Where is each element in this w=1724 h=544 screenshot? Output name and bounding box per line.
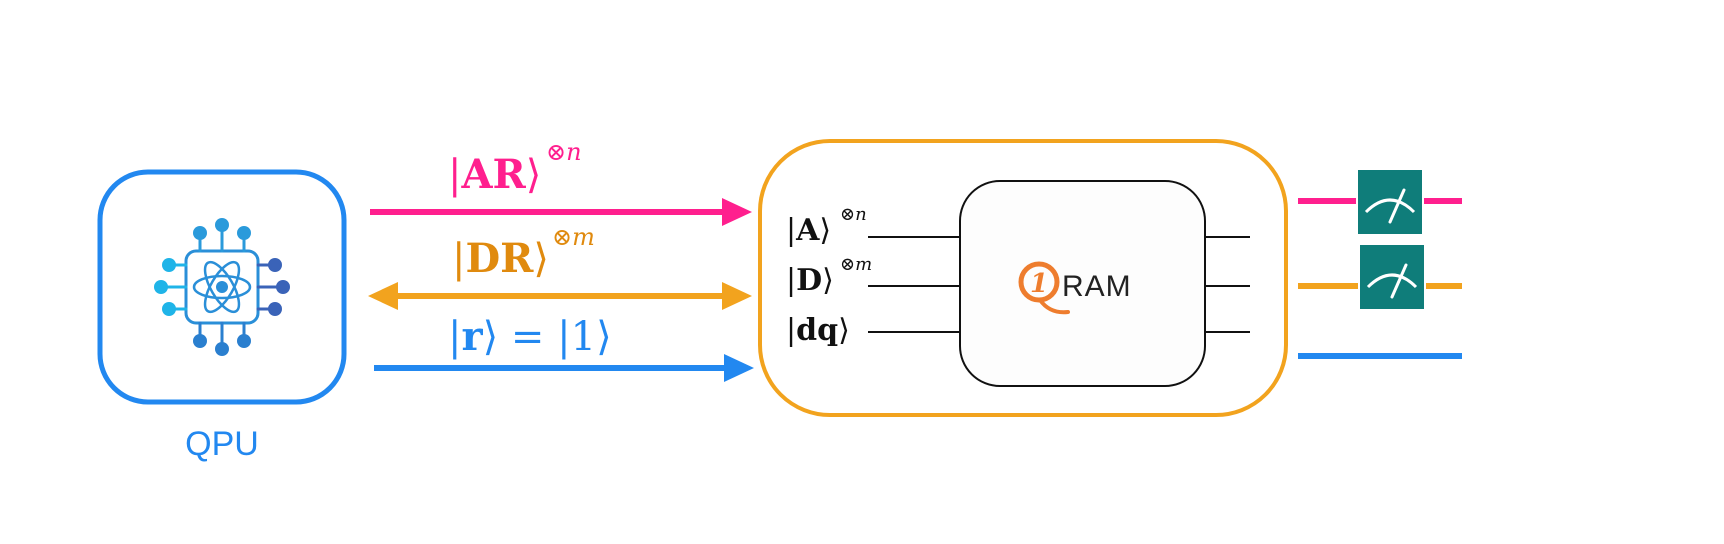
measurement-meter-icon <box>1358 170 1422 234</box>
dr-ket: |DR⟩ <box>452 235 549 282</box>
input-ket-a: |A⟩ <box>786 213 831 248</box>
dr-arrowhead-right <box>722 282 752 310</box>
qpu-label: QPU <box>185 425 259 463</box>
dr-power: ⊗m <box>552 223 595 251</box>
qram-logo-text: RAM <box>1062 270 1132 303</box>
input-power-d: ⊗m <box>840 254 872 275</box>
ar-ket: |AR⟩ <box>448 151 541 198</box>
r-ket: |r⟩ = |1⟩ <box>448 313 612 360</box>
quantum-chip-icon <box>154 218 290 356</box>
ar-link: |AR⟩ ⊗n <box>370 138 752 226</box>
ar-power: ⊗n <box>546 138 582 166</box>
dr-link: |DR⟩ ⊗m <box>368 223 752 310</box>
measurement-meter-icon <box>1360 245 1424 309</box>
qram-block: |A⟩ ⊗n |D⟩ ⊗m |dq⟩ 1 RAM <box>758 139 1288 417</box>
qram-logo-q-tail <box>1038 298 1070 315</box>
qpu-block: QPU <box>97 169 347 463</box>
qram-logo: 1 RAM <box>1018 261 1132 315</box>
qram-inner-box <box>959 180 1206 387</box>
qram-outer-box <box>758 139 1288 417</box>
ar-arrowhead <box>722 198 752 226</box>
qpu-box <box>97 169 347 405</box>
r-arrowhead <box>724 354 754 382</box>
input-ket-d: |D⟩ <box>786 263 834 298</box>
dr-arrowhead-left <box>368 282 398 310</box>
output-lines <box>1298 170 1462 359</box>
input-power-a: ⊗n <box>840 204 867 225</box>
r-link: |r⟩ = |1⟩ <box>374 313 754 382</box>
qram-logo-mark: 1 <box>1030 269 1048 299</box>
input-ket-dq: |dq⟩ <box>786 313 850 348</box>
